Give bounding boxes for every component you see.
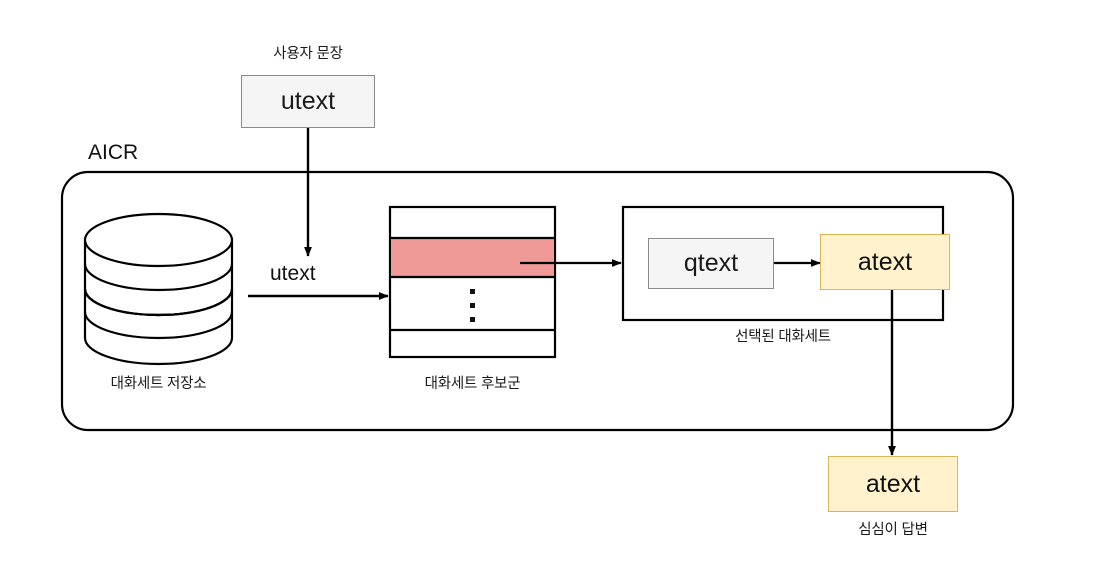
user-utterance-caption: 사용자 문장 <box>273 46 343 62</box>
selected-set-caption: 선택된 대화세트 <box>735 329 831 345</box>
atext-box[interactable]: atext <box>820 234 950 290</box>
database-cylinder-icon <box>83 212 234 366</box>
qtext-box[interactable]: qtext <box>648 238 774 289</box>
candidate-table-outline <box>388 205 557 359</box>
user-utterance-box[interactable]: utext <box>241 75 375 128</box>
candidate-table-ellipsis <box>465 287 479 323</box>
aicr-group-title: AICR <box>88 141 139 164</box>
dialog-store-caption: 대화세트 저장소 <box>110 376 207 392</box>
database-cylinder-bands <box>83 263 234 340</box>
candidate-table-row-highlight <box>391 238 554 277</box>
candidate-table-caption: 대화세트 후보군 <box>424 376 521 392</box>
final-answer-caption: 심심이 답변 <box>858 522 928 538</box>
final-answer-box[interactable]: atext <box>828 456 958 512</box>
edge-label-utext: utext <box>270 262 316 285</box>
